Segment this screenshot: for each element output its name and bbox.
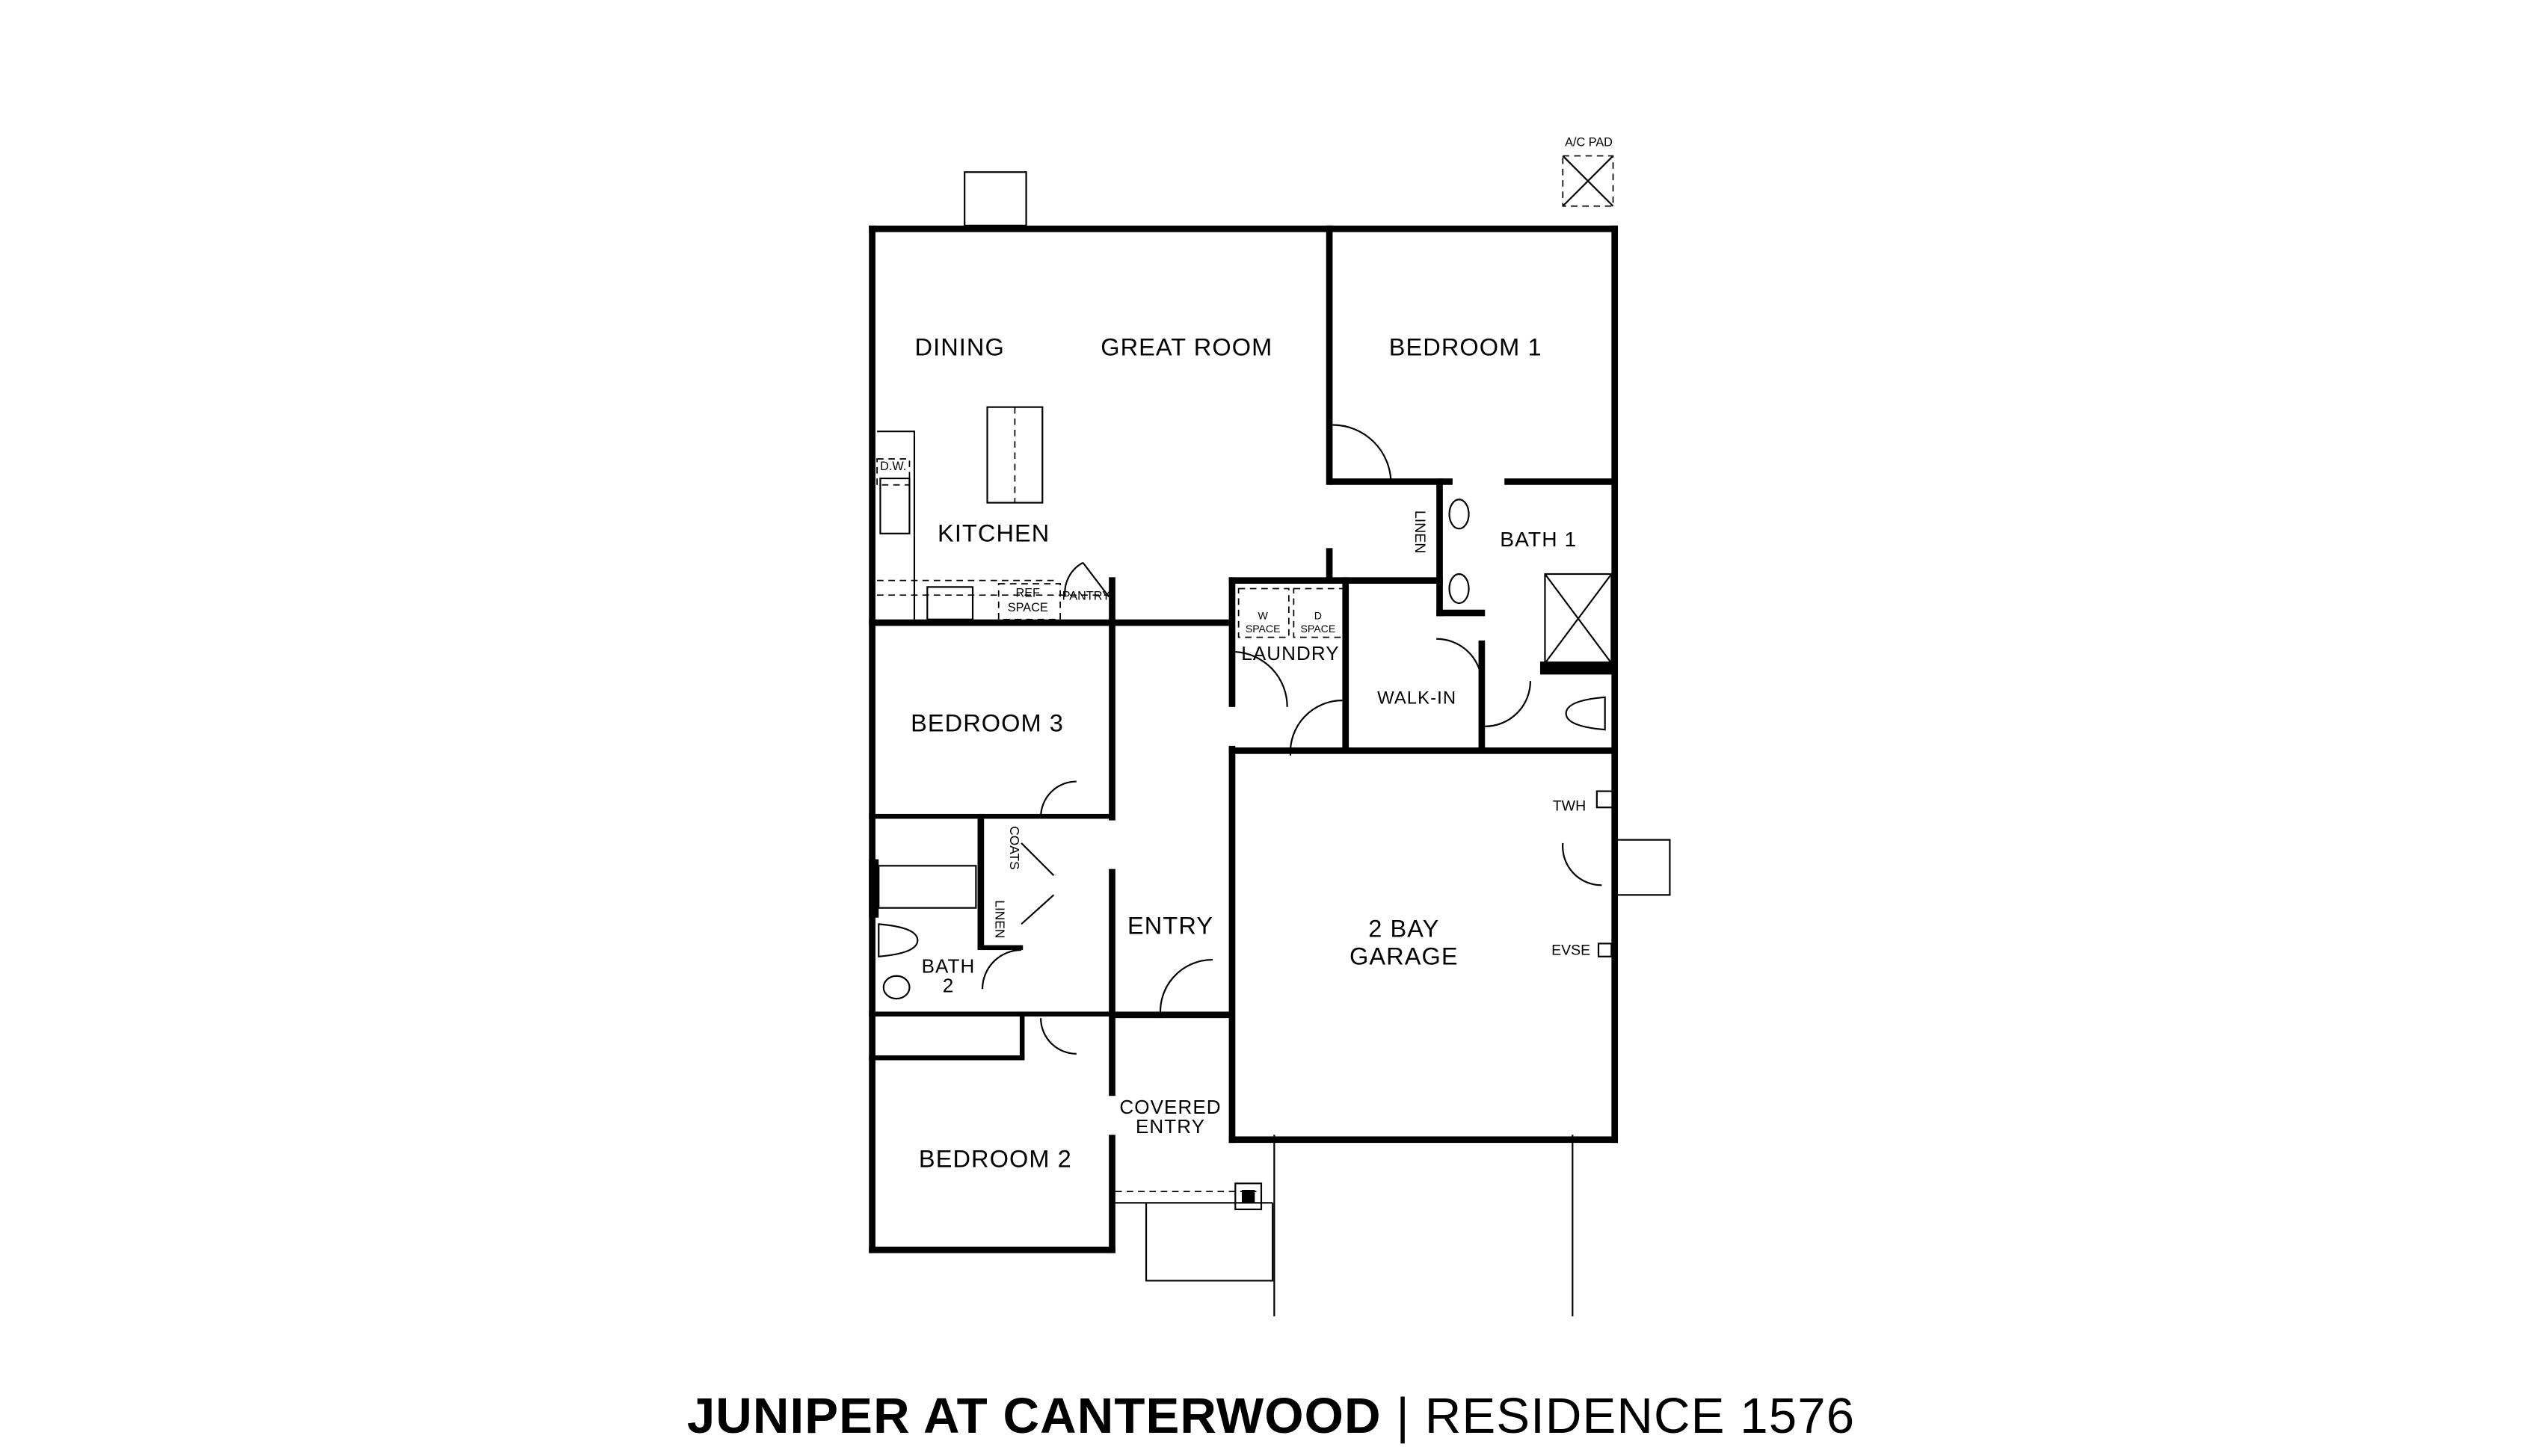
chimney-box bbox=[964, 171, 1027, 226]
room-label-garage: 2 BAY bbox=[1368, 916, 1439, 943]
room-label-bedroom-2: BEDROOM 2 bbox=[919, 1146, 1072, 1173]
washer-space-label: W bbox=[1258, 610, 1269, 622]
community-name: JUNIPER AT CANTERWOOD bbox=[687, 1388, 1382, 1444]
room-label-bedroom-1: BEDROOM 1 bbox=[1389, 333, 1542, 360]
kitchen-counter bbox=[877, 431, 916, 620]
pantry-door bbox=[1064, 561, 1110, 598]
toilet-icon bbox=[878, 923, 919, 957]
sink-icon bbox=[1448, 573, 1470, 605]
dishwasher-box bbox=[876, 458, 911, 486]
room-label-bedroom-3: BEDROOM 3 bbox=[911, 709, 1064, 736]
driveway bbox=[1273, 1135, 1574, 1317]
walls bbox=[869, 225, 1619, 1253]
page-title: JUNIPER AT CANTERWOOD | RESIDENCE 1576 bbox=[687, 1388, 1855, 1444]
evse-label: EVSE bbox=[1551, 943, 1590, 959]
room-label-garage-2: GARAGE bbox=[1350, 943, 1459, 970]
room-label-dining: DINING bbox=[915, 333, 1005, 360]
sink-icon bbox=[882, 975, 911, 1000]
ref-space-label: REF bbox=[1015, 586, 1040, 599]
room-label-entry: ENTRY bbox=[1127, 912, 1213, 939]
ac-pad-icon bbox=[1562, 155, 1614, 207]
room-label-laundry: LAUNDRY bbox=[1241, 642, 1339, 664]
door-swing bbox=[981, 424, 1602, 1055]
room-label-covered-entry-2: ENTRY bbox=[1136, 1115, 1205, 1138]
toilet-icon bbox=[1565, 696, 1606, 731]
dryer-space-label: D bbox=[1314, 610, 1322, 622]
evse-icon bbox=[1597, 943, 1613, 957]
bathtub bbox=[878, 865, 977, 909]
twh-icon bbox=[1595, 790, 1614, 809]
twh-label: TWH bbox=[1553, 798, 1586, 815]
residence-name: RESIDENCE 1576 bbox=[1425, 1388, 1855, 1444]
column bbox=[1234, 1182, 1263, 1211]
shower bbox=[1544, 573, 1613, 664]
room-label-bath-2-number: 2 bbox=[943, 974, 955, 996]
ref-space-label-2: SPACE bbox=[1008, 601, 1048, 614]
walkway bbox=[1115, 1202, 1274, 1282]
coats-label: COATS bbox=[1007, 826, 1022, 869]
linen-label: LINEN bbox=[1412, 510, 1428, 553]
room-label-great-room: GREAT ROOM bbox=[1101, 333, 1272, 360]
dishwasher-label: D.W. bbox=[880, 460, 906, 473]
room-label-walk-in: WALK-IN bbox=[1377, 688, 1456, 708]
pantry-label: PANTRY bbox=[1062, 590, 1111, 603]
room-label-covered-entry: COVERED bbox=[1119, 1096, 1221, 1118]
garage-side-stoop bbox=[1613, 839, 1671, 896]
room-label-kitchen: KITCHEN bbox=[938, 520, 1050, 547]
room-label-bath-2: BATH bbox=[922, 954, 976, 977]
dryer-space-label-2: SPACE bbox=[1301, 623, 1336, 635]
sink-icon bbox=[879, 477, 911, 534]
ac-pad-label: A/C PAD bbox=[1565, 136, 1613, 149]
fridge-space bbox=[997, 583, 1061, 620]
sink-icon bbox=[1448, 499, 1470, 530]
range-icon bbox=[926, 586, 974, 620]
room-label-bath-1: BATH 1 bbox=[1500, 527, 1577, 551]
title-separator: | bbox=[1396, 1388, 1410, 1444]
washer-space-label-2: SPACE bbox=[1246, 623, 1281, 635]
linen-label-2: LINEN bbox=[992, 900, 1007, 938]
